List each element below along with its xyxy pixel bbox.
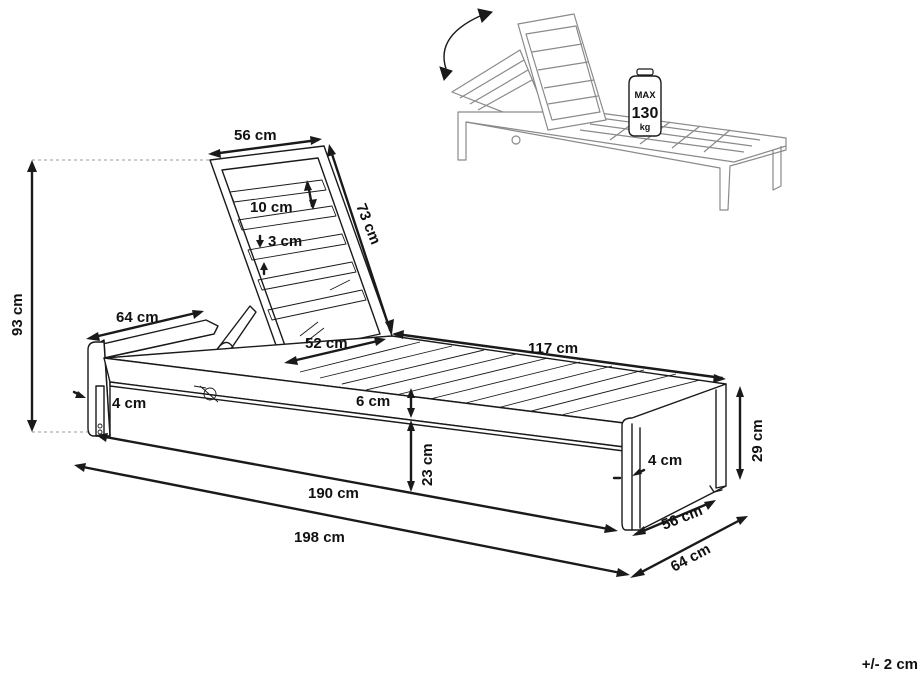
label-frame-thickness: 6 cm — [356, 393, 390, 410]
label-leg-thickness-left: 4 cm — [112, 395, 146, 412]
weight-badge-unit: kg — [640, 122, 651, 132]
label-seat-height: 23 cm — [419, 443, 436, 486]
label-backrest-width: 56 cm — [234, 127, 277, 144]
label-slat-width: 3 cm — [268, 233, 302, 250]
inset-lounger-illustration: MAX 130 kg — [439, 8, 787, 211]
label-inner-length: 190 cm — [308, 485, 359, 502]
label-slat-spacing: 10 cm — [250, 199, 293, 216]
label-backrest-inner-width: 52 cm — [305, 335, 348, 352]
label-seat-length: 117 cm — [528, 340, 578, 357]
label-total-length: 198 cm — [294, 529, 345, 546]
tolerance-note: +/- 2 cm — [862, 656, 918, 673]
weight-badge-max: MAX — [634, 90, 656, 101]
label-side-height: 29 cm — [749, 419, 766, 462]
label-frame-width-top: 64 cm — [116, 309, 159, 326]
label-leg-thickness-right: 4 cm — [648, 452, 682, 469]
main-lounger-illustration — [32, 145, 727, 531]
label-total-height: 93 cm — [9, 293, 26, 336]
dimension-lines — [27, 136, 748, 578]
weight-badge: MAX 130 kg — [628, 68, 662, 137]
rotate-arrow-icon — [443, 15, 481, 75]
weight-badge-value: 130 — [632, 105, 659, 122]
